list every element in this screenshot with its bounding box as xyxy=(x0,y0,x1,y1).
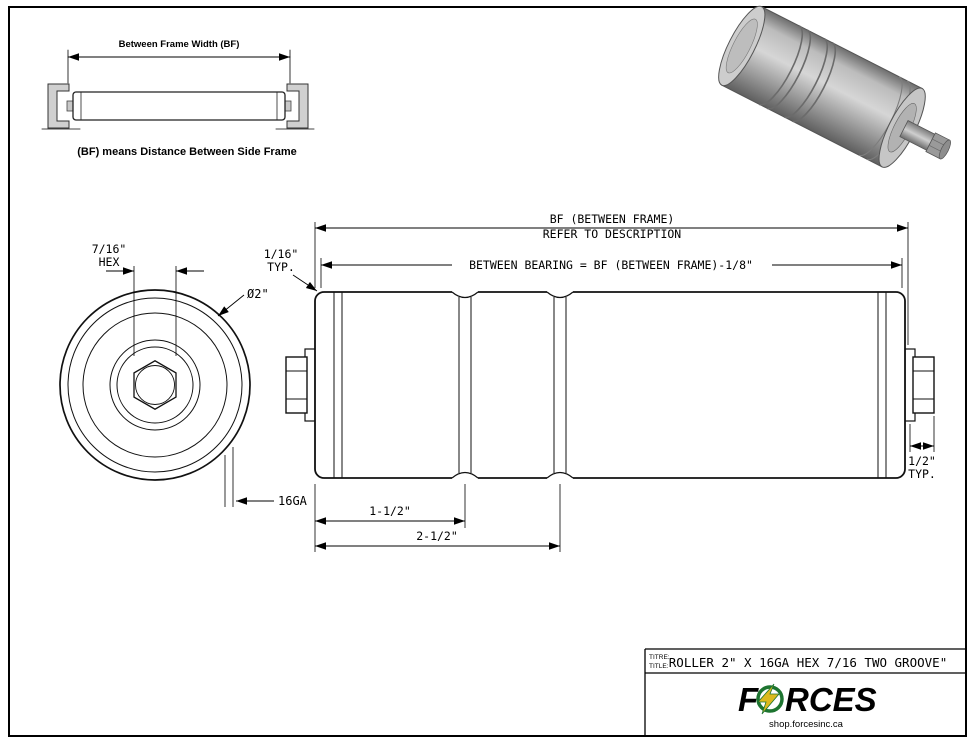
dim-typ-1-16: 1/16" TYP. xyxy=(264,247,318,292)
dim-between-bearing: BETWEEN BEARING = BF (BETWEEN FRAME)-1/8… xyxy=(320,255,903,288)
roller-3d-render xyxy=(718,5,951,168)
roller-end-view xyxy=(59,289,251,481)
groove-1 xyxy=(451,289,479,481)
inset-caption: (BF) means Distance Between Side Frame xyxy=(77,146,296,158)
typ116-value: 1/16" xyxy=(264,247,299,261)
left-hex-shaft xyxy=(285,356,308,414)
bf-line2: REFER TO DESCRIPTION xyxy=(543,227,682,241)
title-block: TITRE: TITLE: ROLLER 2" X 16GA HEX 7/16 … xyxy=(644,648,966,736)
logo-text-rces: RCES xyxy=(785,681,877,718)
hex-dim-label: HEX xyxy=(99,255,120,269)
dim-bf: BF (BETWEEN FRAME) REFER TO DESCRIPTION xyxy=(314,212,909,345)
forces-logo: F RCES xyxy=(738,681,877,718)
between-bearing-label: BETWEEN BEARING = BF (BETWEEN FRAME)-1/8… xyxy=(469,258,753,272)
titre-label: TITRE: xyxy=(649,654,670,661)
roller-body xyxy=(314,291,906,479)
side-frame-left xyxy=(41,83,81,130)
drawing-title: ROLLER 2" X 16GA HEX 7/16 TWO GROOVE" xyxy=(669,655,947,670)
inset-roller xyxy=(66,91,292,121)
gauge-label: 16GA xyxy=(278,494,308,508)
sheet-border xyxy=(8,6,967,737)
dim-diameter: Ø2" xyxy=(217,287,269,317)
bf-line1: BF (BETWEEN FRAME) xyxy=(550,212,675,226)
logo-text-f: F xyxy=(738,681,759,718)
roller-side-view xyxy=(285,289,935,481)
hex-bore xyxy=(133,360,177,410)
hex-dim-value: 7/16" xyxy=(92,242,127,256)
typ-half-label: TYP. xyxy=(908,467,936,481)
typ116-label: TYP. xyxy=(267,260,295,274)
right-hex-shaft xyxy=(912,356,935,414)
inset-dim-label: Between Frame Width (BF) xyxy=(119,39,240,50)
dim-typ-half: 1/2" TYP. xyxy=(908,416,936,481)
outer-shell-circle xyxy=(59,289,251,481)
side-frame-right xyxy=(275,83,315,130)
title-label: TITLE: xyxy=(649,663,669,670)
website-label: shop.forcesinc.ca xyxy=(769,719,844,730)
groove2-dim: 2-1/2" xyxy=(416,529,458,543)
diameter-label: Ø2" xyxy=(247,287,269,301)
bf-legend-inset: Between Frame Width (BF) (BF) means Dist… xyxy=(41,39,315,158)
typ-half-value: 1/2" xyxy=(908,454,936,468)
render-hex-end xyxy=(925,132,951,160)
groove-2 xyxy=(546,289,574,481)
dim-hex: 7/16" HEX xyxy=(92,242,204,356)
lightning-bolt-icon xyxy=(757,683,780,715)
dim-gauge: 16GA xyxy=(224,447,308,508)
dim-groove-positions: 1-1/2" 2-1/2" xyxy=(314,484,561,552)
groove1-dim: 1-1/2" xyxy=(369,504,411,518)
